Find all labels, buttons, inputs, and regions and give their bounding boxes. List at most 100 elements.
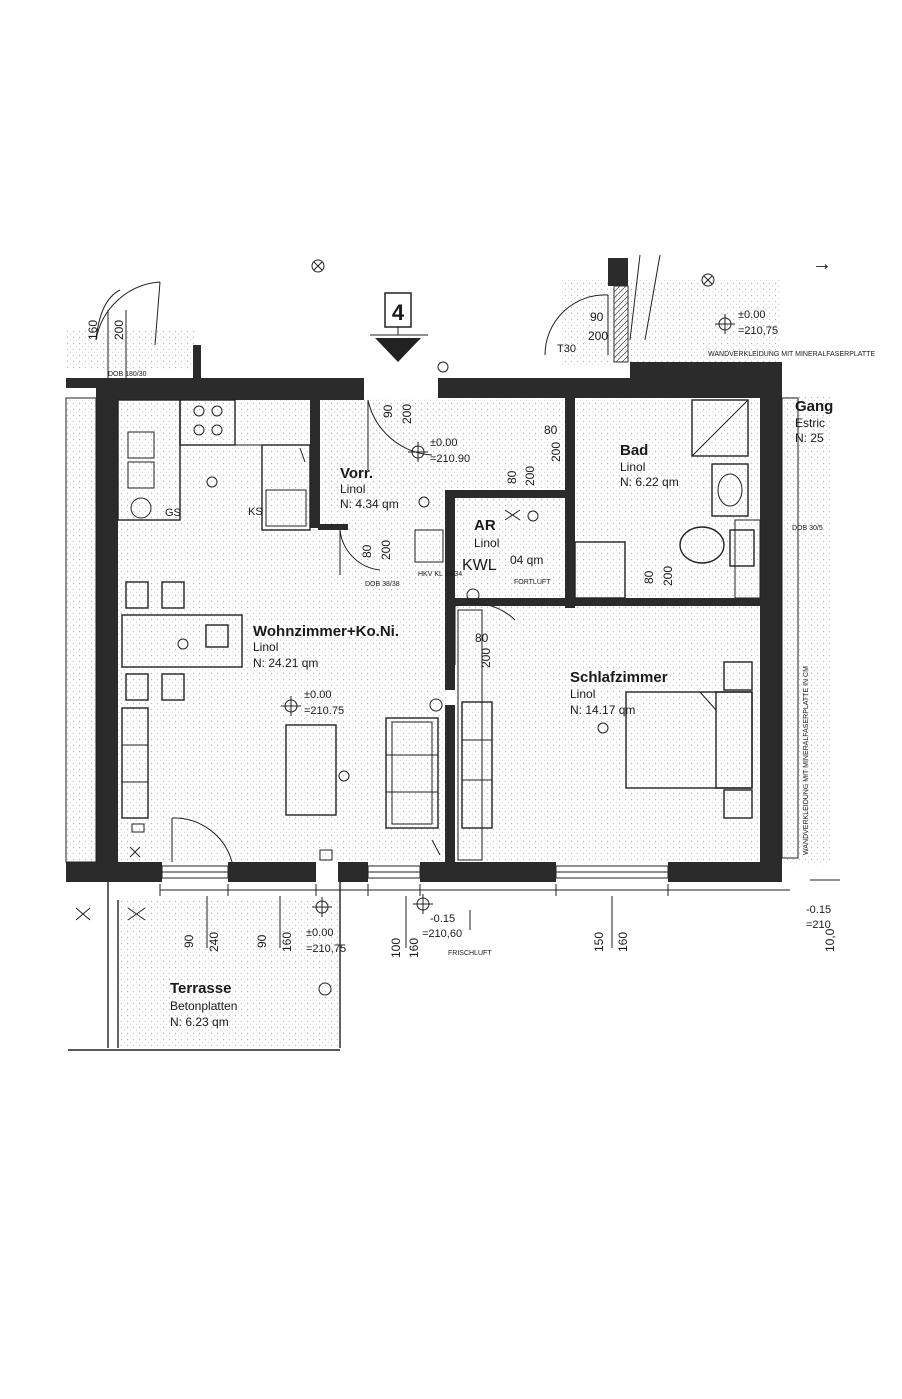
room-schlafzimmer: Schlafzimmer Linol N: 14.17 qm (570, 669, 668, 717)
floor-left-strip (66, 400, 98, 862)
dim-schlaf-a: 80 (475, 631, 489, 645)
floor-schlafzimmer (455, 606, 760, 862)
room-gang: Gang Estric N: 25 (795, 398, 833, 445)
level-labels: ±0.00 =210.75 ±0.00 =210.90 ±0.00 =210,7… (304, 309, 831, 955)
level-wohn-b: =210.75 (304, 705, 344, 717)
note-frischluft: FRISCHLUFT (448, 950, 492, 957)
dimension-lines (107, 310, 840, 948)
level-out-a: -0.15 (430, 913, 455, 925)
room-area-vorraum: N: 4.34 qm (340, 497, 399, 511)
dim-bad2-a: 80 (642, 570, 656, 584)
note-dob-mid: DOB 38/38 (365, 581, 400, 588)
room-name-gang: Gang (795, 398, 833, 415)
room-name-ar: AR (474, 517, 496, 534)
kitchen (117, 399, 311, 531)
room-floor-bad: Linol (620, 460, 645, 474)
symbols (75, 259, 715, 996)
dim-topleft-b: 200 (112, 320, 126, 340)
dim-w2-a: 90 (255, 934, 269, 948)
level-markers (281, 314, 735, 917)
room-area-schlafzimmer: N: 14.17 qm (570, 703, 635, 717)
note-hkv: HKV KL 34/34 (418, 571, 462, 578)
room-abstellraum: AR Linol 04 qm KWL (462, 517, 543, 574)
level-vorr-b: =210.90 (430, 453, 470, 465)
note-gs: GS (165, 507, 181, 519)
floor-right-strip (780, 395, 830, 865)
floor-top-right (560, 280, 780, 365)
dim-kwl-a: 80 (360, 544, 374, 558)
room-name-vorraum: Vorr. (340, 465, 373, 482)
unit-number: 4 (392, 300, 405, 325)
note-dob-top: DOB 180/30 (108, 371, 147, 378)
dim-entry-b: 200 (588, 329, 608, 343)
note-wand-right: WANDVERKLEIDUNG MIT MINERALFASERPLATTE I… (803, 666, 810, 855)
dim-bad2-b: 200 (661, 566, 675, 586)
living-furniture (121, 609, 493, 861)
room-floor-ar: Linol (474, 536, 499, 550)
dim-bad-b: 200 (549, 442, 563, 462)
room-floor-terrasse: Betonplatten (170, 999, 237, 1013)
note-wand-top: WANDVERKLEIDUNG MIT MINERALFASERPLATTE (708, 351, 875, 358)
doors (95, 254, 661, 863)
dim-entry-a: 90 (590, 310, 604, 324)
windows (65, 285, 799, 879)
level-farright-a: -0.15 (806, 904, 831, 916)
level-topright-a: ±0.00 (738, 309, 765, 321)
floor-ar (455, 498, 565, 600)
room-name-schlafzimmer: Schlafzimmer (570, 669, 668, 686)
floor-terrasse (118, 900, 340, 1048)
note-t30: T30 (557, 343, 576, 355)
dim-w1-a: 90 (182, 934, 196, 948)
room-bad: Bad Linol N: 6.22 qm (620, 442, 679, 489)
dim-w2-b: 160 (280, 932, 294, 952)
room-name-wohnzimmer: Wohnzimmer+Ko.Ni. (253, 623, 399, 640)
room-terrasse: Terrasse Betonplatten N: 6.23 qm (170, 980, 237, 1029)
room-area-gang: N: 25 (795, 431, 824, 445)
level-terr-a: ±0.00 (306, 927, 333, 939)
dim-bad-a: 80 (544, 423, 558, 437)
room-area-wohnzimmer: N: 24.21 qm (253, 656, 318, 670)
note-dob-right: DOB 30/5 (792, 525, 823, 532)
dim-w4-a: 150 (592, 932, 606, 952)
notes: T30 KS GS DOB 180/30 DOB 30/5 DOB 38/38 … (108, 253, 875, 957)
dimension-texts: 160 200 90 200 90 200 80 200 80 200 80 2… (86, 310, 837, 958)
level-wohn-a: ±0.00 (304, 689, 331, 701)
dim-w3-b: 160 (407, 938, 421, 958)
room-name-bad: Bad (620, 442, 648, 459)
note-ks: KS (248, 506, 263, 518)
terrace-outline (68, 882, 341, 1051)
dim-vorr-b: 200 (400, 404, 414, 424)
bathroom-fixtures (574, 399, 761, 599)
level-out-b: =210,60 (422, 928, 462, 940)
floor-bad (575, 398, 760, 598)
dim-w4-b: 160 (616, 932, 630, 952)
bed (625, 661, 753, 819)
level-terr-b: =210,75 (306, 943, 346, 955)
dim-vorr-a: 90 (381, 404, 395, 418)
room-area-bad: N: 6.22 qm (620, 475, 679, 489)
note-fortluft: FORTLUFT (514, 579, 551, 586)
floor-vorraum (318, 398, 568, 508)
room-floor-vorraum: Linol (340, 482, 365, 496)
unit-marker: 4 (370, 292, 428, 362)
room-code-ar: KWL (462, 557, 497, 574)
dim-far-right: 10,0 (823, 928, 837, 952)
room-area-terrasse: N: 6.23 qm (170, 1015, 229, 1029)
room-floor-wohnzimmer: Linol (253, 640, 278, 654)
room-wohnzimmer: Wohnzimmer+Ko.Ni. Linol N: 24.21 qm (253, 623, 399, 670)
walls (66, 258, 782, 882)
dim-schlaf-b: 200 (479, 648, 493, 668)
room-name-terrasse: Terrasse (170, 980, 231, 997)
level-vorr-a: ±0.00 (430, 437, 457, 449)
arrow-icon: → (812, 253, 832, 275)
dining-set (121, 581, 243, 701)
dim-ar-b: 200 (523, 466, 537, 486)
dim-kwl-b: 200 (379, 540, 393, 560)
dim-w3-a: 100 (389, 938, 403, 958)
room-vorraum: Vorr. Linol N: 4.34 qm (340, 465, 399, 511)
level-farright-b: =210 (806, 919, 831, 931)
dim-w1-b: 240 (207, 932, 221, 952)
floor-top-left (66, 330, 196, 370)
room-floor-gang: Estric (795, 416, 825, 430)
